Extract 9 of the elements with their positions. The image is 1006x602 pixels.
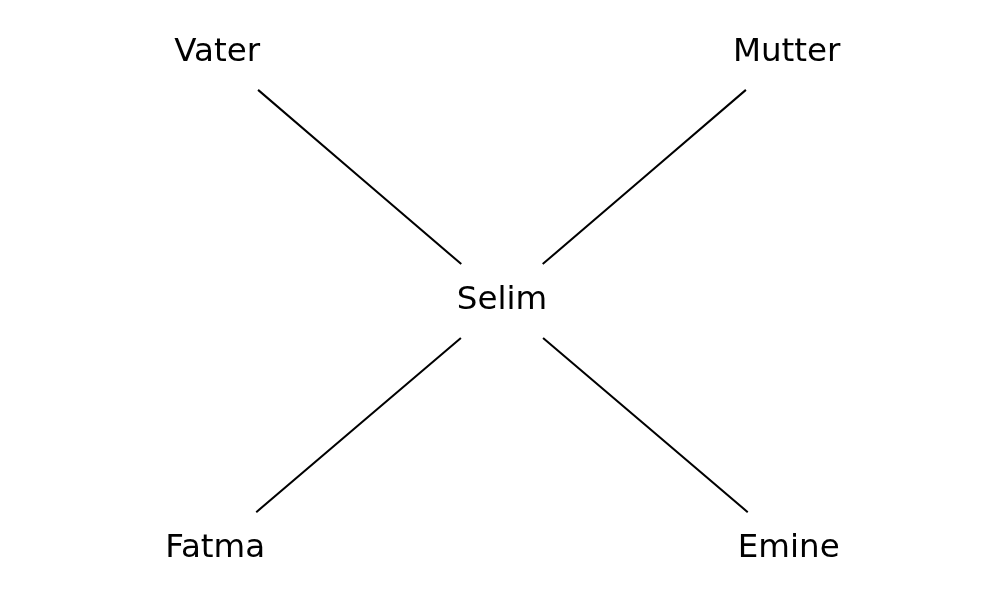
node-text: Fatma [165,526,266,565]
node-text: Mutter [732,30,841,69]
node-text: Emine [737,526,840,565]
node-text: Selim [456,278,548,317]
connector [542,89,747,265]
connector [255,337,462,513]
connector [257,89,462,265]
node-text: Vater [174,30,261,69]
connector [542,337,749,513]
